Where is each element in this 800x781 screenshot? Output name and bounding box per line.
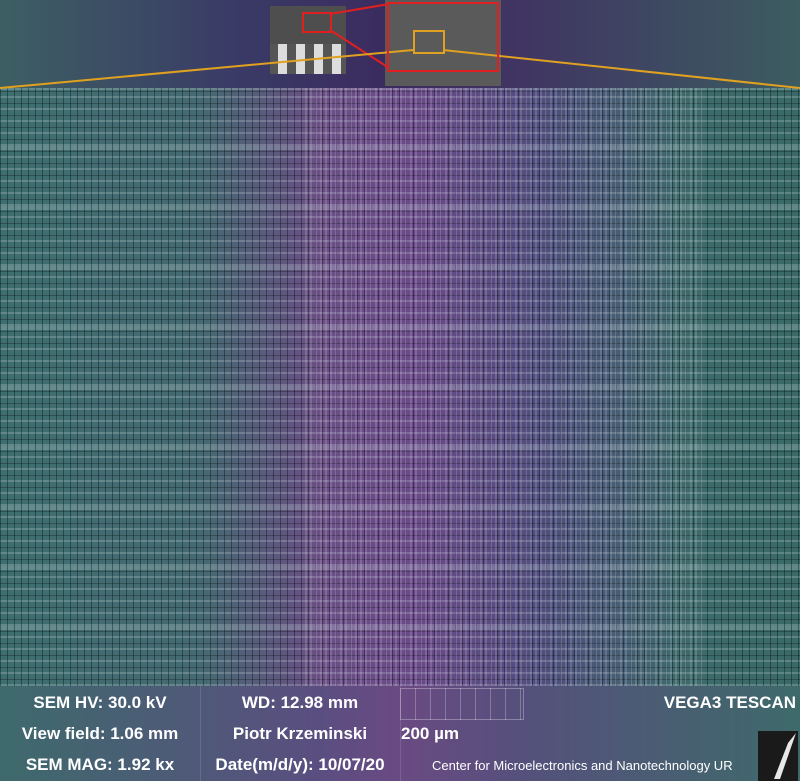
institution-logo bbox=[758, 731, 798, 781]
scale-label: 200 µm bbox=[401, 724, 459, 743]
sem-info-bar: SEM HV: 30.0 kV View field: 1.06 mm SEM … bbox=[0, 686, 800, 781]
institution-label: Center for Microelectronics and Nanotech… bbox=[432, 758, 733, 773]
working-distance-label: WD: 12.98 mm bbox=[241, 693, 359, 712]
operator-label: Piotr Krzeminski bbox=[232, 724, 368, 743]
magnification-label: SEM MAG: 1.92 kx bbox=[25, 755, 175, 774]
scale-bar bbox=[400, 688, 524, 720]
zoom-indicator-lines bbox=[0, 3, 800, 89]
sem-micrograph bbox=[0, 88, 800, 686]
region-zoom-frame bbox=[413, 30, 445, 54]
date-label: Date(m/d/y): 10/07/20 bbox=[215, 755, 385, 774]
chip-zoom-frame bbox=[302, 12, 332, 33]
instrument-label: VEGA3 TESCAN bbox=[663, 693, 796, 712]
die-zoom-frame bbox=[387, 2, 499, 72]
hv-label: SEM HV: 30.0 kV bbox=[33, 693, 167, 712]
view-field-label: View field: 1.06 mm bbox=[21, 724, 179, 743]
